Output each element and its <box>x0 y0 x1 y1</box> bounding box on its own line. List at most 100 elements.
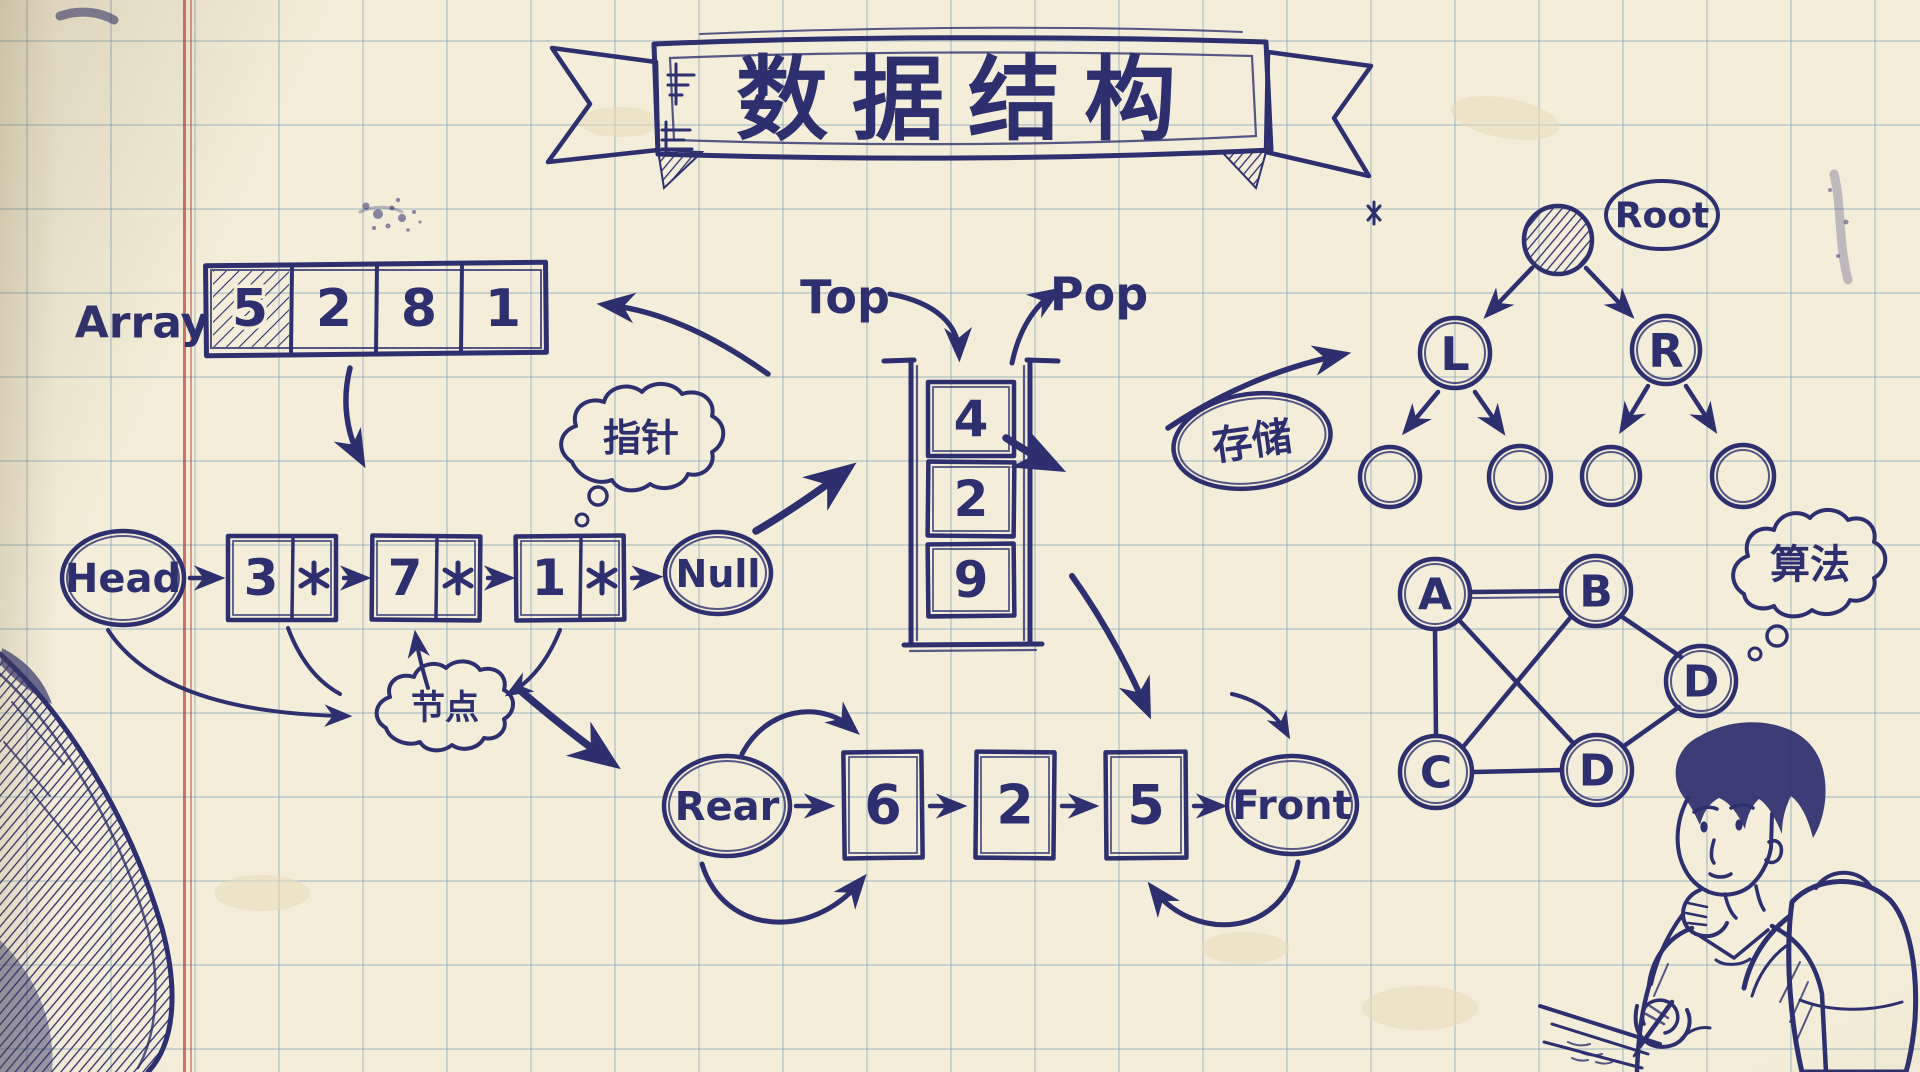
backpack-handle <box>1814 870 1872 890</box>
thought-bubble-dot <box>1765 624 1789 648</box>
list-node-value: 1 <box>532 549 567 607</box>
tree-left-node-inner <box>1424 322 1486 384</box>
queue-item-value: 5 <box>1127 774 1165 837</box>
graph-edges <box>1432 588 1684 775</box>
arrow-cloud-to-node2 <box>407 629 430 690</box>
arrow-root-to-right <box>1583 265 1635 319</box>
curve-head-to-node-cloud <box>106 628 353 727</box>
thought-bubble-dot <box>587 485 609 507</box>
list-null-label: Null <box>676 552 761 596</box>
queue-front-bubble <box>1224 753 1360 857</box>
queue-item-value: 2 <box>996 774 1034 837</box>
stack-item-value: 4 <box>954 390 989 448</box>
arrow-stack-to-array <box>596 292 771 377</box>
sparkle-doodle <box>1366 200 1382 226</box>
page-curl-inner-line <box>0 672 157 1070</box>
graph-node-label: B <box>1579 567 1613 618</box>
queue-arc-above-left <box>739 701 860 757</box>
list-head-bubble-inner <box>66 535 180 621</box>
list-node-value: 7 <box>388 549 423 607</box>
banner-tick-marks <box>660 62 696 154</box>
tree-leaf-nodes <box>1357 442 1777 511</box>
queue-item-value: 6 <box>864 774 902 837</box>
title-banner: 数据结构 <box>545 26 1374 191</box>
arrow-left-to-leaf1 <box>1401 389 1441 436</box>
array-section: Array 5 2 8 1 <box>75 259 549 469</box>
storage-annotation: 存储 <box>1171 390 1333 492</box>
graph-node <box>1558 553 1634 629</box>
student-cuff <box>1680 1026 1712 1040</box>
queue-item: 5 <box>1103 749 1189 861</box>
stack-section: Top Pop 4 2 9 <box>800 267 1148 653</box>
tree-right-node-inner <box>1636 320 1696 380</box>
binary-tree-section: Root L R <box>1357 179 1777 511</box>
stack-item-value: 9 <box>954 551 989 609</box>
student-backpack <box>1786 879 1919 1072</box>
stack-item: 9 <box>925 541 1017 619</box>
backpack-strap <box>1750 944 1788 998</box>
tree-right-node <box>1629 313 1703 387</box>
smudge-top-left <box>55 7 119 25</box>
arrow-right-to-leaf3 <box>1619 383 1651 435</box>
flow-arrows <box>518 292 1352 770</box>
linked-list-section: Head 3 7 <box>59 528 774 628</box>
pointer-thought-cloud: 指针 <box>559 382 726 528</box>
paper-scribbles <box>1567 1041 1613 1065</box>
graph-node <box>1663 643 1739 719</box>
page-curl-fill <box>0 656 171 1072</box>
thought-bubble-dot <box>1747 646 1763 662</box>
tree-left-node <box>1417 315 1493 391</box>
arrow-array-to-linked-list <box>333 365 366 469</box>
graph-edge <box>1432 626 1439 739</box>
banner-fold-shadow-right <box>1219 151 1268 190</box>
arrow-stack-to-queue <box>1069 573 1152 720</box>
arrow-right-to-leaf4 <box>1683 383 1718 434</box>
pointer-asterisk <box>586 560 618 596</box>
ink-splatter <box>362 197 422 232</box>
curve-node1-to-cloud <box>286 626 342 696</box>
queue-front-bubble-inner <box>1231 760 1353 850</box>
queue-arc-onto-front <box>1230 692 1291 740</box>
page-curl-tip <box>0 648 52 704</box>
pointer-asterisk <box>298 560 330 596</box>
graph-node-label: D <box>1579 746 1616 797</box>
student-ear <box>1764 839 1784 865</box>
desk-edge <box>1538 1004 1662 1046</box>
tree-leaf-node <box>1709 442 1777 510</box>
student-nose <box>1709 838 1716 865</box>
student-face <box>1675 796 1774 897</box>
graph-node <box>1559 732 1635 808</box>
tree-root-node <box>1521 203 1595 277</box>
storage-label: 存储 <box>1209 414 1295 471</box>
arrow-to-tree <box>1165 345 1352 431</box>
stack-item: 4 <box>925 379 1017 459</box>
queue-rear-label: Rear <box>675 784 780 830</box>
banner-board <box>651 35 1274 161</box>
graph-node <box>1397 733 1475 811</box>
stack-container <box>881 357 1061 653</box>
queue-arc-below-left <box>699 861 867 925</box>
arrow-cloud-to-queue <box>518 688 621 770</box>
pointer-asterisk <box>442 560 474 596</box>
queue-front-label: Front <box>1232 783 1352 829</box>
list-head-bubble <box>59 528 187 628</box>
page-curl-corner-shadow <box>0 940 53 1072</box>
arrow-stack-to-graph <box>1002 429 1067 473</box>
tree-leaf-node <box>1579 444 1643 508</box>
student-writing-arm <box>1633 1004 1692 1049</box>
graph-edge <box>1621 704 1682 749</box>
tree-left-label: L <box>1440 327 1469 381</box>
student-collar <box>1698 928 1770 960</box>
smudge-right <box>1829 169 1853 285</box>
thought-bubble-dot <box>574 512 590 528</box>
page-curl-outline <box>0 651 175 1072</box>
array-cell-value: 2 <box>316 279 352 339</box>
graph-section: A B D C D 算法 <box>1397 508 1888 811</box>
graph-node <box>1397 556 1473 632</box>
list-node: 1 <box>513 533 627 623</box>
student-fingers <box>1684 901 1709 927</box>
smudge-right-dots <box>1828 188 1849 258</box>
arrow-root-to-left <box>1483 265 1535 319</box>
list-null-bubble <box>662 529 774 617</box>
graph-edge <box>1467 588 1564 595</box>
